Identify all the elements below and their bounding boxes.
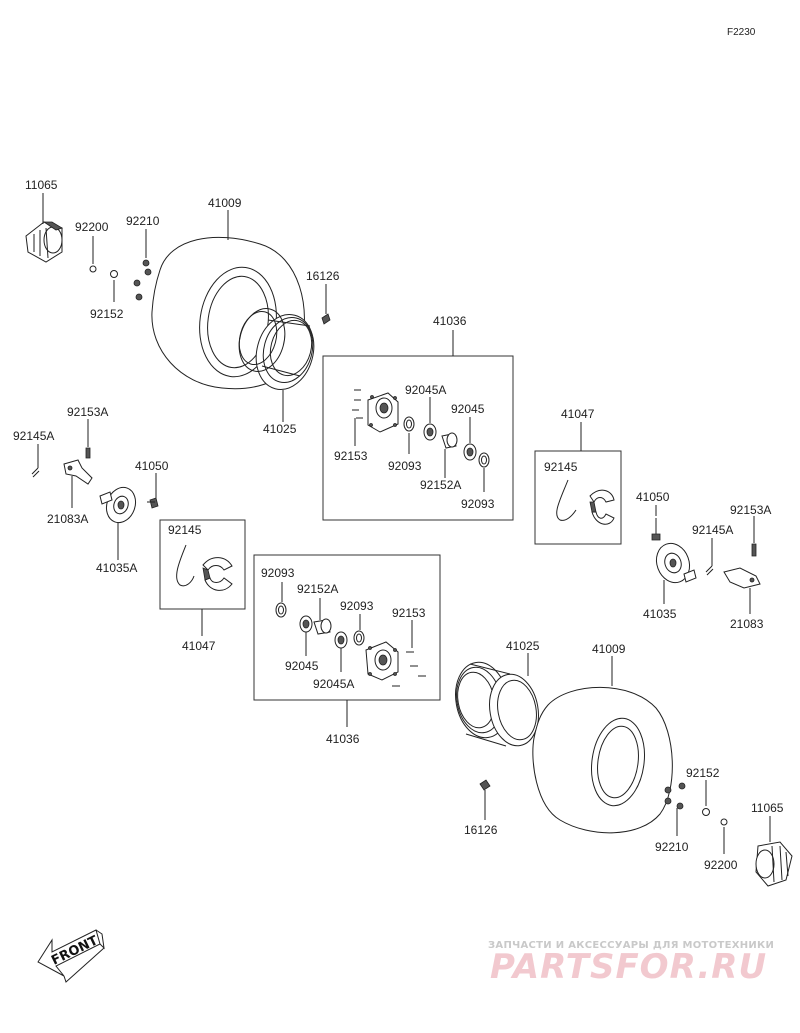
label-92093-upper-b: 92093 bbox=[461, 497, 495, 511]
washer-92200-right bbox=[720, 818, 728, 826]
label-92145A-right: 92145A bbox=[692, 523, 733, 537]
label-92093-upper-a: 92093 bbox=[388, 459, 422, 473]
label-11065: 11065 bbox=[25, 178, 58, 192]
brake-cam-21083 bbox=[723, 567, 761, 589]
rim-upper bbox=[238, 308, 315, 390]
label-92152: 92152 bbox=[90, 307, 124, 321]
spacer-92152A-upper bbox=[441, 432, 458, 449]
label-92210: 92210 bbox=[126, 214, 160, 228]
label-41009-lower: 41009 bbox=[592, 642, 626, 656]
label-92045A-lower: 92045A bbox=[313, 677, 354, 691]
label-92153-lower: 92153 bbox=[392, 606, 426, 620]
label-92153A-right: 92153A bbox=[730, 503, 771, 517]
label-92045-lower: 92045 bbox=[285, 659, 319, 673]
label-41036: 41036 bbox=[433, 314, 467, 328]
label-92200: 92200 bbox=[75, 220, 109, 234]
label-92152A-upper: 92152A bbox=[420, 478, 461, 492]
label-41009: 41009 bbox=[208, 196, 242, 210]
bearing-92045-lower bbox=[299, 615, 313, 633]
label-92045A-upper: 92045A bbox=[405, 383, 446, 397]
spacer-92152A-lower bbox=[313, 618, 332, 635]
label-41047-upper: 41047 bbox=[561, 407, 595, 421]
bearing-92045A-upper bbox=[423, 423, 437, 441]
label-41050-right: 41050 bbox=[636, 490, 670, 504]
valve-upper bbox=[321, 313, 331, 325]
label-92093-lower-a: 92093 bbox=[261, 566, 295, 580]
label-92210-right: 92210 bbox=[655, 840, 689, 854]
watermark-caption: ЗАПЧАСТИ И АКСЕССУАРЫ ДЛЯ МОТОТЕХНИКИ bbox=[488, 940, 774, 951]
label-92145-upper: 92145 bbox=[544, 460, 578, 474]
label-41025: 41025 bbox=[263, 422, 297, 436]
brake-panel-41035A bbox=[99, 486, 137, 524]
collar-92152-right bbox=[702, 808, 710, 816]
label-41047-lower: 41047 bbox=[182, 639, 216, 653]
group-box-41047-upper bbox=[534, 450, 622, 545]
label-92153-upper: 92153 bbox=[334, 449, 368, 463]
group-box-41036-upper bbox=[322, 355, 514, 521]
label-16126-lower: 16126 bbox=[464, 823, 498, 837]
screw-41050-left bbox=[147, 497, 159, 509]
hub-cap-left bbox=[25, 221, 63, 263]
label-92093-lower-b: 92093 bbox=[340, 599, 374, 613]
front-arrow: FRONT bbox=[37, 929, 105, 983]
cotter-pin-92145A-right bbox=[705, 565, 714, 576]
cotter-pin-92145A-left bbox=[31, 467, 40, 478]
bearing-92045A-lower bbox=[334, 631, 348, 649]
brake-shoe-lower-left bbox=[176, 544, 233, 591]
label-21083: 21083 bbox=[730, 617, 764, 631]
valve-lower bbox=[479, 779, 491, 791]
seal-92093-upper-b bbox=[478, 452, 490, 468]
brake-cam-21083A bbox=[63, 459, 93, 485]
watermark-logo: PARTSFOR.RU bbox=[490, 947, 767, 987]
label-41035A: 41035A bbox=[96, 561, 137, 575]
label-92145-lower: 92145 bbox=[168, 523, 202, 537]
label-92200-right: 92200 bbox=[704, 858, 738, 872]
hub-upper bbox=[367, 392, 399, 433]
rim-lower bbox=[455, 661, 539, 747]
washer-92200 bbox=[89, 265, 97, 273]
tire-lower bbox=[532, 686, 673, 834]
screw-41050-right bbox=[651, 518, 661, 541]
label-92145A-left: 92145A bbox=[13, 429, 54, 443]
label-16126: 16126 bbox=[306, 269, 340, 283]
hub-bolts-upper bbox=[352, 389, 363, 419]
label-41025-lower: 41025 bbox=[506, 639, 540, 653]
front-label: FRONT bbox=[49, 933, 100, 968]
nut-92210-right bbox=[664, 782, 686, 810]
hub-bolts-lower bbox=[392, 651, 426, 687]
collar-92152 bbox=[110, 270, 118, 278]
seal-92093-upper-a bbox=[403, 416, 415, 432]
bolt-92153A-left bbox=[85, 447, 91, 459]
hub-lower bbox=[365, 641, 399, 681]
seal-92093-lower-a bbox=[275, 602, 287, 618]
label-41036-lower: 41036 bbox=[326, 732, 360, 746]
brake-shoe-upper-right bbox=[556, 479, 615, 525]
bolt-92153A-right bbox=[751, 543, 757, 557]
hub-cap-right bbox=[755, 841, 793, 887]
seal-92093-lower-b bbox=[353, 630, 365, 646]
label-21083A: 21083A bbox=[47, 512, 88, 526]
label-92152A-lower: 92152A bbox=[297, 582, 338, 596]
label-92153A-left: 92153A bbox=[67, 405, 108, 419]
label-41050-left: 41050 bbox=[135, 459, 169, 473]
label-92152-right: 92152 bbox=[686, 766, 720, 780]
diagram-code: F2230 bbox=[727, 27, 756, 38]
label-41035: 41035 bbox=[643, 607, 677, 621]
label-92045-upper: 92045 bbox=[451, 402, 485, 416]
label-11065-right: 11065 bbox=[751, 801, 784, 815]
brake-panel-41035 bbox=[655, 542, 697, 584]
nut-92210 bbox=[133, 259, 152, 301]
bearing-92045-upper bbox=[463, 443, 477, 461]
